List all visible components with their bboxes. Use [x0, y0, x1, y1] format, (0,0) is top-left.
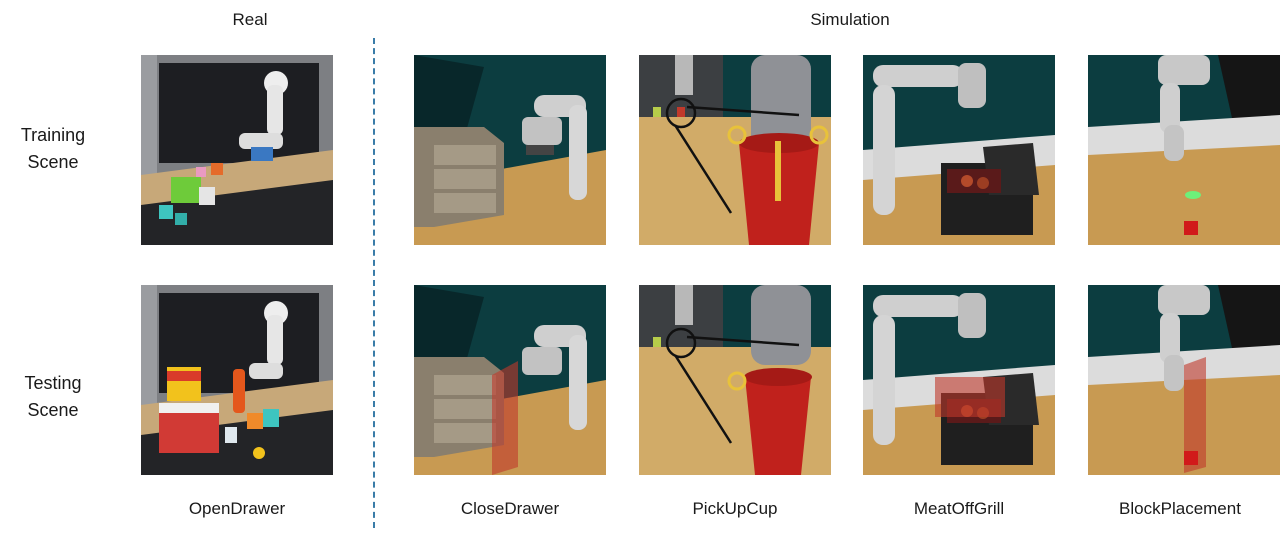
row-label-training-line2: Scene — [27, 152, 79, 172]
drawer-cabinet — [414, 127, 504, 227]
drawer-cabinet — [414, 357, 504, 457]
grill — [941, 143, 1039, 235]
image-meatoffgrill-training — [863, 55, 1055, 245]
task-label-pickupcup: PickUpCup — [692, 499, 778, 518]
task-label-blockplacement: BlockPlacement — [1119, 499, 1241, 518]
robot-arm — [522, 95, 587, 200]
image-meatoffgrill-testing — [863, 285, 1055, 475]
row-label-testing-line2: Scene — [27, 400, 79, 420]
robot-arm — [249, 301, 288, 379]
image-closedrawer-training — [414, 55, 606, 245]
task-label-meatoffgrill: MeatOffGrill — [913, 499, 1005, 518]
real-header: Real — [232, 10, 268, 29]
red-cup — [727, 368, 812, 475]
row-label-testing: Testing Scene — [0, 370, 106, 424]
robot-arm — [522, 325, 587, 430]
image-pickupcup-testing — [639, 285, 831, 475]
task-label-opendrawer: OpenDrawer — [188, 499, 286, 518]
image-blockplacement-testing — [1088, 285, 1280, 475]
task-label-closedrawer: CloseDrawer — [460, 499, 560, 518]
image-opendrawer-training — [141, 55, 333, 245]
image-pickupcup-training — [639, 55, 831, 245]
row-label-training-line1: Training — [20, 125, 86, 145]
robot-arm — [239, 71, 288, 161]
row-label-training: Training Scene — [0, 122, 106, 176]
distractor-wall — [492, 361, 518, 475]
distractor-wall — [935, 377, 1005, 417]
image-opendrawer-testing — [141, 285, 333, 475]
robot-arm — [1158, 285, 1210, 391]
robot-arm — [873, 63, 986, 215]
robot-arm — [1158, 55, 1210, 161]
real-sim-divider — [373, 38, 375, 528]
image-closedrawer-testing — [414, 285, 606, 475]
red-cup — [727, 125, 829, 245]
image-blockplacement-training — [1088, 55, 1280, 245]
robot-arm — [873, 293, 986, 445]
simulation-header: Simulation — [810, 10, 890, 29]
distractor-wall — [1184, 357, 1206, 473]
row-label-testing-line1: Testing — [24, 373, 82, 393]
